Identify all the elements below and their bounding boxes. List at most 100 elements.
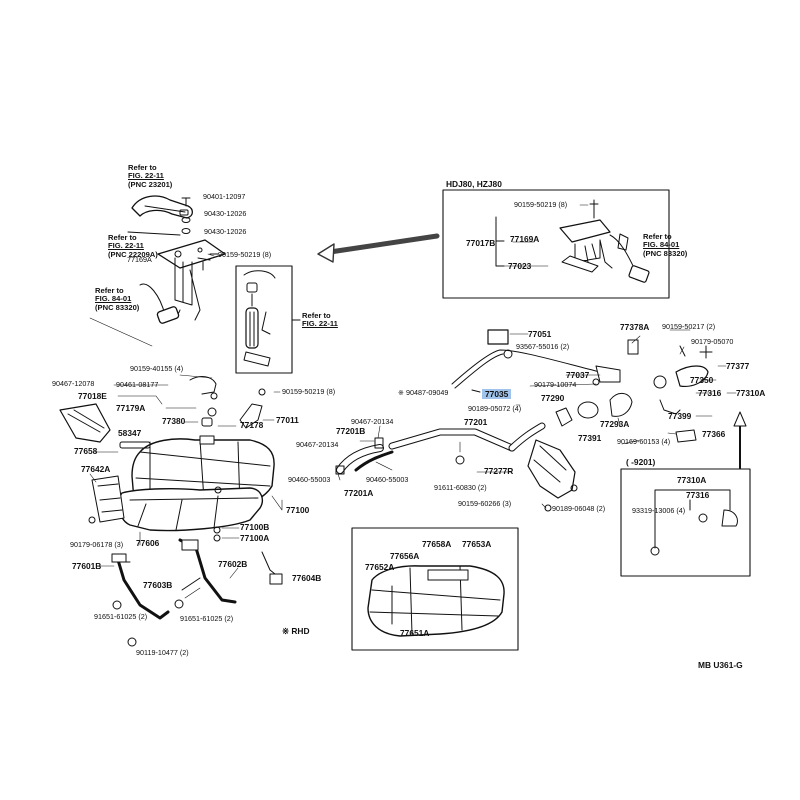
arrow-head [317,243,335,263]
part-77017B[interactable]: 77017B [466,238,496,248]
part-77011[interactable]: 77011 [276,415,299,425]
part-77169A-top[interactable]: 77169A [127,255,152,264]
part-77606[interactable]: 77606 [136,538,160,548]
sender-gauge-assembly-drawing [139,239,226,324]
part-90159-50219-8-c[interactable]: 90159-50219 (8) [514,200,568,209]
part-90189-05072-4[interactable]: 90189-05072 (4) [468,404,522,413]
part-91611-60830-2[interactable]: 91611-60830 (2) [434,483,487,492]
part-90467-20134-a[interactable]: 90467-20134 [351,417,394,426]
refer-fig-22-11-box: Refer to FIG. 22-11 [302,311,338,329]
part-77658[interactable]: 77658 [74,446,98,456]
cap-box-frame [620,468,751,577]
filler-pipe-bracket-drawing [127,195,194,236]
part-77391[interactable]: 77391 [578,433,602,443]
part-77658A[interactable]: 77658A [422,539,452,549]
part-77100B[interactable]: 77100B [240,522,270,532]
refer-line-2[interactable]: FIG. 22-11 [128,171,164,181]
refer-fig-84-01-box: Refer to FIG. 84-01 (PNC 83320) [643,232,687,258]
part-77378A[interactable]: 77378A [620,322,650,332]
part-77653A[interactable]: 77653A [462,539,492,549]
part-77169A-box[interactable]: 77169A [510,234,540,244]
hdj-box-frame [442,189,670,299]
part-77100[interactable]: 77100 [286,505,310,515]
fuel-tank-drawing [118,435,275,532]
part-77603B[interactable]: 77603B [143,580,173,590]
part-90460-55003-b[interactable]: 90460-55003 [366,475,409,484]
part-91651-61025-2-a[interactable]: 91651-61025 (2) [94,612,148,621]
part-90487-09049[interactable]: ※ 90487-09049 [398,388,449,397]
part-77316-main[interactable]: 77316 [698,388,722,398]
part-58347[interactable]: 58347 [118,428,142,438]
refer-line-3: (PNC 83320) [95,302,140,312]
part-77018E[interactable]: 77018E [78,391,107,401]
part-77651A[interactable]: 77651A [400,628,430,638]
refer-line-1: Refer to [95,286,124,295]
part-77642A[interactable]: 77642A [81,464,111,474]
part-90460-55003-a[interactable]: 90460-55003 [288,475,331,484]
part-90159-50217-2[interactable]: 90159-50217 (2) [662,322,716,331]
part-77023[interactable]: 77023 [508,261,532,271]
part-77100A[interactable]: 77100A [240,533,270,543]
part-77377[interactable]: 77377 [726,361,750,371]
part-77201[interactable]: 77201 [464,417,488,427]
refer-line-2[interactable]: FIG. 22-11 [108,241,144,251]
part-77601B[interactable]: 77601B [72,561,102,571]
rhd-tank-box-frame [351,527,519,651]
part-77602B[interactable]: 77602B [218,559,248,569]
part-77277R[interactable]: 77277R [484,466,514,476]
part-90159-60266-3[interactable]: 90159-60266 (3) [458,499,512,508]
arrow-shaft [327,233,440,255]
part-90179-06178-3[interactable]: 90179-06178 (3) [70,540,124,549]
hdj-box-title: HDJ80, HZJ80 [446,179,502,189]
part-90430-12026-b[interactable]: 90430-12026 [204,227,247,236]
part-90179-05070[interactable]: 90179-05070 [691,337,734,346]
refer-fig-22-11-top: Refer to FIG. 22-11 (PNC 23201) [128,163,172,189]
part-91651-61025-2-b[interactable]: 91651-61025 (2) [180,614,234,623]
part-90159-50219-8-b[interactable]: 90159-50219 (8) [282,387,336,396]
filler-pipe-drawing [335,422,578,512]
fuel-door-cap-drawing [555,339,747,469]
part-90179-10074[interactable]: 90179-10074 [534,380,577,389]
part-77604B[interactable]: 77604B [292,573,322,583]
part-90189-06048-2[interactable]: 90189-06048 (2) [552,504,606,513]
part-90169-60153-4[interactable]: 90169-60153 (4) [617,437,671,446]
part-77290[interactable]: 77290 [541,393,565,403]
refer-line-2[interactable]: FIG. 84-01 [95,294,132,304]
part-90467-20134-b[interactable]: 90467-20134 [296,440,339,449]
part-77179A[interactable]: 77179A [116,403,146,413]
part-77201B[interactable]: 77201B [336,426,366,436]
part-93319-13006-4[interactable]: 93319-13006 (4) [632,506,686,515]
tank-protector-drawing [88,475,125,524]
part-77399[interactable]: 77399 [668,411,692,421]
tank-top-parts-drawing [189,376,266,542]
part-77310A-box[interactable]: 77310A [677,475,707,485]
part-77366[interactable]: 77366 [702,429,726,439]
part-90401-12097[interactable]: 90401-12097 [203,192,246,201]
refer-line-2[interactable]: FIG. 22-11 [302,319,338,329]
part-77656A[interactable]: 77656A [390,551,420,561]
part-77178[interactable]: 77178 [240,420,264,430]
part-90461-08177[interactable]: 90461-08177 [116,380,159,389]
hdj-sender-drawing [559,199,650,283]
hdj-bracket [495,216,505,267]
part-77293A[interactable]: 77293A [600,419,630,429]
part-77037[interactable]: 77037 [566,370,590,380]
part-90119-10477-2[interactable]: 90119-10477 (2) [136,648,189,657]
part-77035-highlighted[interactable]: 77035 [482,389,512,399]
part-77316-box[interactable]: 77316 [686,490,710,500]
part-93567-55016-2[interactable]: 93567-55016 (2) [516,342,570,351]
refer-line-2[interactable]: FIG. 84-01 [643,240,680,250]
part-77350[interactable]: 77350 [690,375,714,385]
part-77380[interactable]: 77380 [162,416,186,426]
part-77310A-main[interactable]: 77310A [736,388,766,398]
part-77051[interactable]: 77051 [528,329,552,339]
part-77652A[interactable]: 77652A [365,562,395,572]
diagram-code: MB U361-G [698,660,743,670]
part-90159-50219-8-a[interactable]: 90159-50219 (8) [218,250,272,259]
part-90159-40155-4[interactable]: 90159-40155 (4) [130,364,184,373]
part-90467-12078[interactable]: 90467-12078 [52,379,95,388]
part-77201A[interactable]: 77201A [344,488,374,498]
refer-line-1: Refer to [302,311,331,320]
part-90430-12026-a[interactable]: 90430-12026 [204,209,247,218]
